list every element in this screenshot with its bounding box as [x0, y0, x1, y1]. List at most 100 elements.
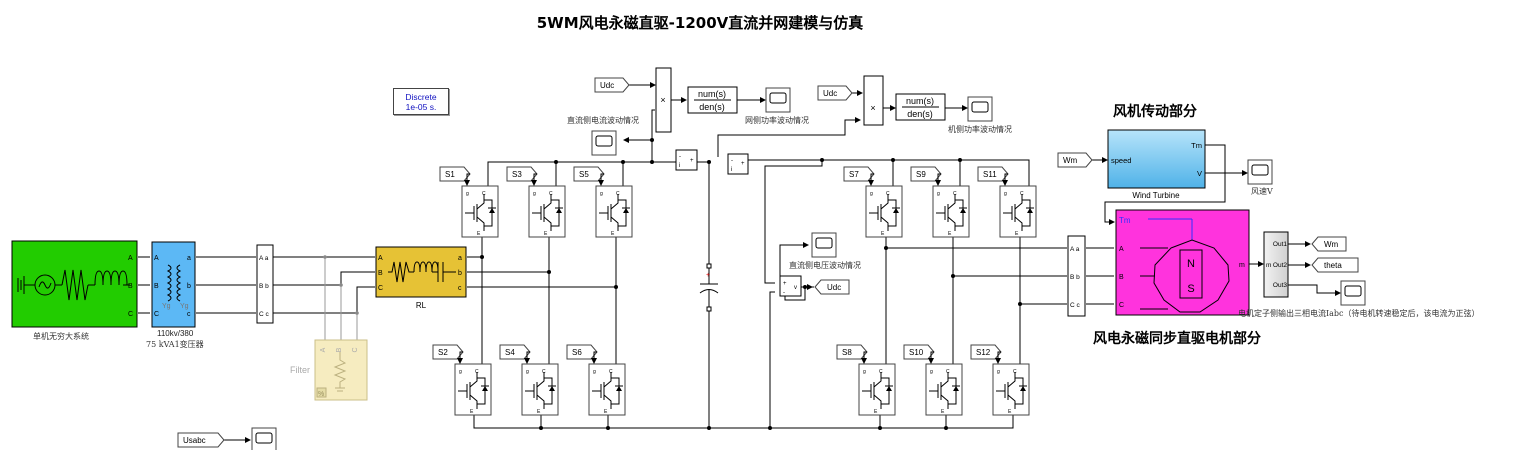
tag-label: Udc	[600, 81, 614, 90]
scope-machine-power[interactable]	[967, 96, 993, 122]
goto-wm[interactable]: Wm	[1311, 236, 1347, 252]
dc-current-measurement-2[interactable]	[727, 153, 749, 175]
capacitor-plus-sign: +	[706, 272, 710, 279]
scope-label-machine-power: 机侧功率波动情况	[948, 125, 1012, 134]
from-tag-s6[interactable]: S6	[566, 344, 598, 360]
from-tag-s7[interactable]: S7	[843, 166, 875, 182]
transformer-block[interactable]	[151, 241, 196, 328]
bus-selector-block[interactable]	[1263, 231, 1289, 298]
pmsg-block[interactable]	[1115, 209, 1250, 316]
from-usabc[interactable]: Usabc	[177, 432, 225, 448]
scope-dc-voltage[interactable]	[811, 232, 837, 258]
transformer-label-2: 75 kVA1变压器	[146, 340, 204, 349]
vmeas-port-minus: -	[783, 290, 785, 296]
goto-theta[interactable]: theta	[1311, 257, 1359, 273]
igbt-gate-port: g	[459, 369, 462, 375]
from-tag-s2[interactable]: S2	[432, 344, 464, 360]
meas1-port-a: A a	[259, 255, 269, 262]
igbt-emitter-port: E	[1015, 231, 1019, 237]
scope-wind-speed[interactable]	[1247, 159, 1273, 185]
machine-tf-num: num(s)	[906, 96, 934, 106]
from-tag-label: S5	[579, 170, 589, 179]
from-tag-label: S9	[916, 170, 926, 179]
rl-out-c: c	[458, 285, 462, 292]
rl-label: RL	[416, 301, 427, 310]
grid-measurement-block[interactable]	[256, 244, 274, 324]
igbt-emitter-port: E	[881, 231, 885, 237]
igbt-collector-port: C	[542, 369, 546, 375]
from-tag-s12[interactable]: S12	[970, 344, 1002, 360]
rl-out-b: b	[458, 270, 462, 277]
from-udc-machine[interactable]: Udc	[817, 85, 853, 101]
from-tag-s4[interactable]: S4	[499, 344, 531, 360]
from-udc-grid[interactable]: Udc	[594, 77, 630, 93]
from-tag-label: S3	[512, 170, 522, 179]
powergui-solver-block[interactable]: Discrete 1e-05 s.	[393, 88, 449, 115]
grid-product-block[interactable]	[655, 67, 672, 133]
demux-out1: Out1	[1273, 241, 1287, 248]
wind-turbine-block[interactable]	[1107, 129, 1206, 189]
from-tag-label: S2	[438, 348, 448, 357]
scope-usabc[interactable]	[251, 427, 277, 450]
pmsg-out-m: m	[1239, 262, 1245, 269]
dc-current-measurement-1[interactable]	[675, 149, 698, 171]
from-tag-s5[interactable]: S5	[573, 166, 605, 182]
filter-port-a: A	[320, 347, 327, 352]
vmeas-port-plus: +	[783, 281, 787, 287]
machine-measurement-block[interactable]	[1067, 235, 1086, 317]
from-tag-s1[interactable]: S1	[439, 166, 471, 182]
scope-dc-current[interactable]	[591, 130, 617, 156]
dc-link-capacitor[interactable]: +	[699, 263, 719, 312]
machine-transfer-fcn-block[interactable]	[895, 93, 946, 121]
turbine-out-tm: Tm	[1191, 141, 1202, 150]
igbt-collector-port: C	[475, 369, 479, 375]
from-tag-s3[interactable]: S3	[506, 166, 538, 182]
from-tag-s9[interactable]: S9	[910, 166, 942, 182]
filter-block[interactable]: %	[314, 339, 368, 401]
from-tag-label: S1	[445, 170, 455, 179]
dc-voltage-measurement[interactable]	[779, 275, 802, 297]
tag-label: Usabc	[183, 436, 206, 445]
imeas2-port-i: i	[731, 167, 732, 173]
from-tag-s10[interactable]: S10	[903, 344, 935, 360]
from-wm[interactable]: Wm	[1057, 152, 1093, 168]
filter-dots	[323, 255, 359, 315]
imeas1-port-minus: -	[679, 154, 681, 160]
grid-transfer-fcn-block[interactable]	[687, 86, 738, 114]
tag-label: Wm	[1063, 156, 1078, 165]
scope-display-icon	[255, 432, 273, 444]
from-tag-s8[interactable]: S8	[836, 344, 868, 360]
from-tag-label: S7	[849, 170, 859, 179]
solver-type: Discrete	[405, 92, 437, 102]
vmeas-port-v: v	[794, 285, 797, 291]
scope-stator-current[interactable]	[1340, 280, 1366, 306]
filter-percent-icon: %	[318, 391, 324, 398]
igbt-collector-port: C	[549, 191, 553, 197]
goto-udc[interactable]: Udc	[814, 279, 850, 295]
igbt-gate-port: g	[533, 191, 536, 197]
scope-grid-power[interactable]	[765, 87, 791, 113]
filter-port-b: B	[336, 347, 343, 352]
scope-display-icon	[815, 237, 833, 249]
infinite-bus-source-block[interactable]	[11, 240, 138, 328]
machine-product-block[interactable]	[863, 75, 884, 126]
grid-tf-num: num(s)	[698, 89, 726, 99]
from-tag-s11[interactable]: S11	[977, 166, 1009, 182]
filter-label: Filter	[290, 365, 310, 375]
rl-branch-block[interactable]	[375, 246, 467, 298]
scope-display-icon	[1251, 164, 1269, 176]
meas2-port-c: C c	[1070, 302, 1081, 309]
